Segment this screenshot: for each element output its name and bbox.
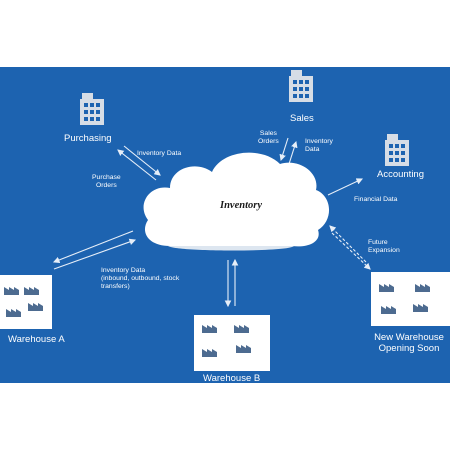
new-warehouse-label: New Warehouse Opening Soon [374, 332, 444, 354]
inventory-diagram: Purchasing Sales Accounting Warehouse A … [0, 67, 450, 383]
factory-icon [202, 325, 251, 357]
flow-inventory-data-purchasing: Inventory Data [137, 150, 182, 157]
arrow-to-purchasing [117, 149, 157, 181]
arrow-sales-orders [279, 137, 289, 162]
flow-purchase-orders: Purchase Orders [92, 174, 121, 190]
accounting-label: Accounting [377, 169, 425, 180]
inventory-cloud [143, 152, 330, 251]
flow-future-expansion-line1: Future [368, 239, 388, 246]
flow-inventory-data-warehouse-line2: (inbound, outbound, stock [101, 275, 180, 282]
flow-inventory-data-warehouse: Inventory Data (inbound, outbound, stock… [101, 267, 179, 291]
flow-future-expansion: Future Expansion [368, 239, 400, 255]
factory-icon [4, 287, 43, 317]
warehouse-b-box [194, 315, 270, 371]
purchasing-label: Purchasing [64, 133, 112, 144]
arrow-future-expansion-out [331, 232, 371, 270]
flow-sales-orders: Sales Orders [258, 130, 279, 146]
arrow-purchase-orders [123, 145, 161, 176]
sales-building-icon [289, 70, 313, 107]
arrow-to-sales [288, 140, 298, 165]
warehouse-b-label: Warehouse B [203, 373, 261, 383]
flow-future-expansion-line2: Expansion [368, 247, 400, 254]
factory-icon [379, 284, 430, 314]
purchasing-building-icon [80, 93, 104, 130]
accounting-building-icon [385, 134, 409, 171]
warehouse-a-label: Warehouse A [8, 334, 65, 345]
new-warehouse-label-line1: New Warehouse [374, 332, 444, 343]
flow-purchase-orders-line2: Orders [95, 182, 117, 189]
arrow-financial-data [327, 178, 363, 196]
connector-lines [52, 137, 371, 308]
flow-sales-orders-line2: Orders [258, 138, 279, 145]
arrow-from-warehouse-a [53, 238, 137, 270]
flow-inventory-data-sales-line1: Inventory [305, 138, 333, 145]
flow-inventory-data-sales: Inventory Data [305, 138, 333, 154]
warehouse-a-box [0, 275, 52, 329]
arrow-future-expansion-in [329, 225, 367, 263]
flow-sales-orders-line1: Sales [259, 130, 277, 137]
new-warehouse-box [371, 272, 450, 326]
arrow-to-warehouse-a [52, 230, 134, 264]
inventory-title: Inventory [220, 200, 262, 211]
new-warehouse-label-line2: Opening Soon [378, 343, 440, 354]
flow-financial-data: Financial Data [354, 196, 398, 203]
flow-inventory-data-warehouse-line1: Inventory Data [101, 267, 146, 274]
flow-purchase-orders-line1: Purchase [92, 174, 121, 181]
sales-label: Sales [290, 113, 314, 124]
flow-inventory-data-sales-line2: Data [305, 146, 320, 153]
flow-inventory-data-warehouse-line3: transfers) [101, 283, 130, 290]
